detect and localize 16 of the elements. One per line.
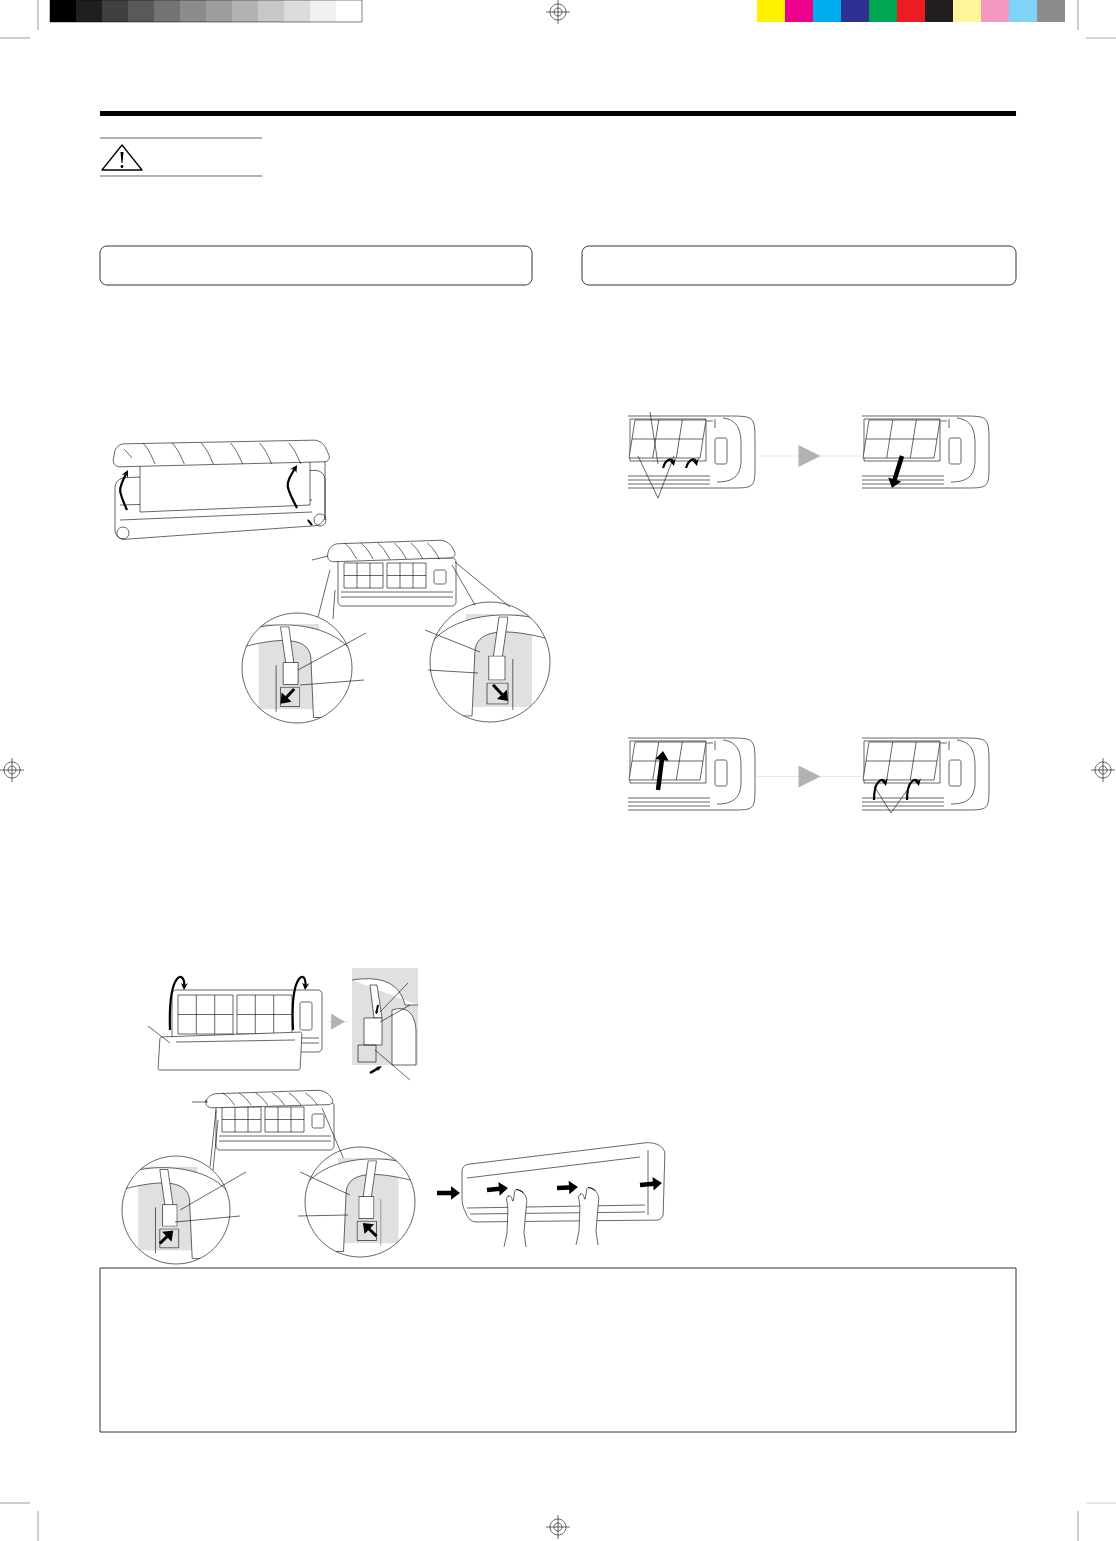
- arrow: [757, 445, 862, 467]
- air-conditioner-drawing: [147, 976, 323, 1071]
- air-conditioner-drawing: [437, 1142, 666, 1248]
- filter-drawing: [627, 737, 756, 811]
- arrow: [326, 1013, 350, 1030]
- latch-detail-drawing: [351, 968, 419, 1081]
- filter-drawing: [627, 411, 756, 499]
- filter-drawing: [861, 737, 990, 814]
- latch-detail-drawing: [241, 540, 551, 724]
- latch-detail-drawing: [121, 1090, 416, 1265]
- note-box: [99, 1267, 1017, 1433]
- heading-box: [99, 245, 533, 286]
- heading-box: [581, 245, 1017, 286]
- arrow: [757, 765, 862, 788]
- filter-drawing: [861, 415, 990, 489]
- air-conditioner-drawing: [112, 439, 330, 540]
